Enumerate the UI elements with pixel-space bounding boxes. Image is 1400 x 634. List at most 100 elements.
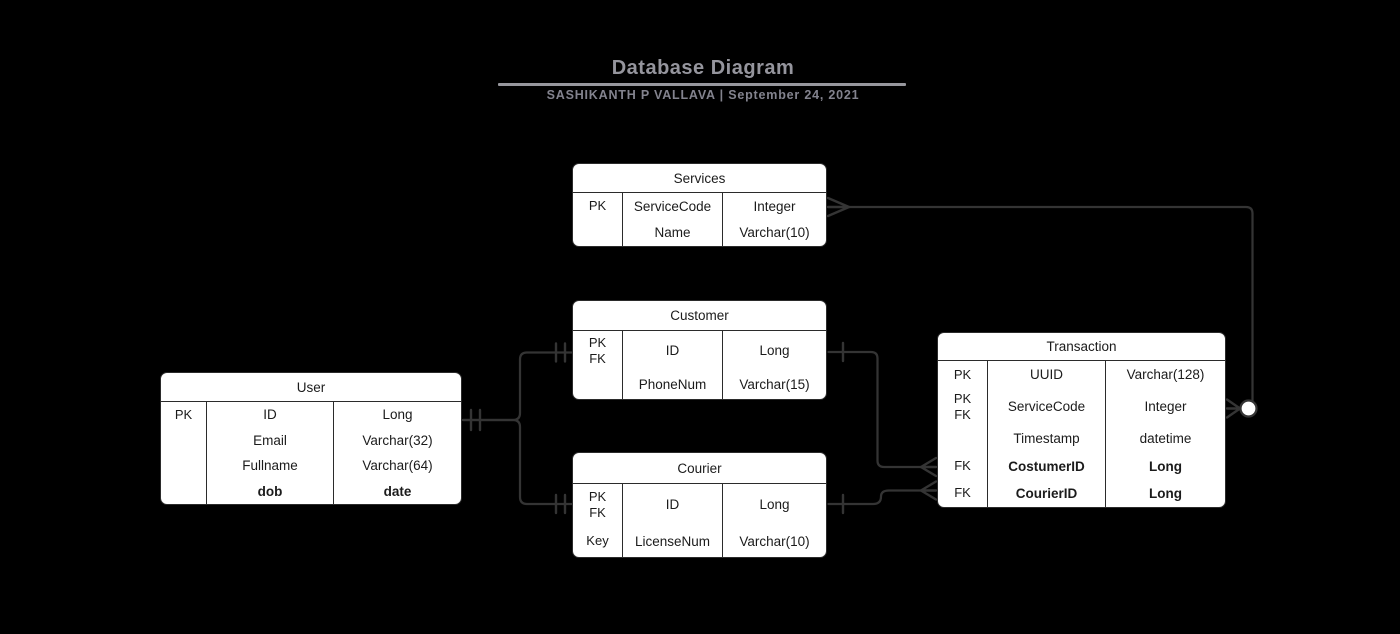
key-flag: PK (588, 334, 607, 350)
attribute-name: ID (623, 331, 723, 371)
entity-title-user: User (161, 373, 461, 402)
key-flag: FK (954, 485, 971, 501)
entity-title-customer: Customer (573, 301, 826, 331)
attribute-name: LicenseNum (623, 525, 723, 557)
attribute-row: PK ServiceCode Integer (573, 193, 826, 220)
key-cell (161, 427, 207, 453)
attribute-name: CourierID (988, 479, 1106, 508)
edge-customer-transaction (827, 341, 938, 478)
attribute-name: Fullname (207, 453, 334, 479)
attribute-row: Timestamp datetime (938, 425, 1225, 453)
attribute-type: Varchar(128) (1126, 367, 1205, 383)
attribute-name: ServiceCode (988, 388, 1106, 426)
attribute-type: Varchar(64) (362, 458, 433, 474)
key-cell: PK (938, 361, 988, 389)
key-cell (938, 425, 988, 453)
key-cell: PK (573, 193, 623, 220)
double-tick-icon (554, 342, 567, 363)
key-flag: Key (586, 533, 609, 549)
attribute-row: Name Varchar(10) (573, 219, 826, 246)
crowfoot-many-icon (919, 456, 938, 478)
attribute-type: Long (759, 343, 790, 359)
attribute-type: Long (1149, 458, 1182, 474)
edge-courier-transaction (827, 480, 938, 515)
attribute-type: date (383, 483, 412, 499)
double-tick-icon (554, 493, 567, 515)
key-flag: PK (174, 406, 193, 422)
attribute-name: CostumerID (988, 452, 1106, 480)
key-cell: Key (573, 525, 623, 557)
attribute-name: ServiceCode (623, 193, 723, 220)
crowfoot-many-icon (919, 480, 938, 501)
key-flag: FK (589, 504, 606, 520)
key-flag: PK (588, 198, 607, 214)
attribute-row: PK UUID Varchar(128) (938, 361, 1225, 389)
crowfoot-many-icon (826, 196, 851, 218)
attribute-type: Integer (753, 198, 796, 214)
attribute-name: Email (207, 427, 334, 453)
entity-title-services: Services (573, 164, 826, 193)
attribute-row: PK ID Long (161, 402, 461, 428)
attribute-name: ID (207, 402, 334, 428)
attribute-type: Varchar(15) (739, 377, 810, 393)
key-cell: FK (938, 452, 988, 480)
key-cell: PK (161, 402, 207, 428)
key-flag: FK (589, 350, 606, 366)
attribute-row: Key LicenseNum Varchar(10) (573, 525, 826, 557)
key-flag: FK (954, 406, 971, 422)
page-subtitle: SASHIKANTH P VALLAVA | September 24, 202… (546, 88, 860, 102)
attribute-row: Fullname Varchar(64) (161, 453, 461, 479)
key-flag: PK (953, 366, 972, 382)
key-flag: PK (588, 488, 607, 504)
attribute-type: datetime (1139, 431, 1192, 447)
attribute-type: Long (759, 497, 790, 513)
attribute-row: dob date (161, 478, 461, 504)
attribute-row: PhoneNum Varchar(15) (573, 370, 826, 399)
attribute-name: UUID (988, 361, 1106, 389)
attribute-name: Name (623, 219, 723, 246)
edge-user-courier (461, 418, 573, 515)
attribute-type: Varchar(32) (362, 432, 433, 448)
page-title: Database Diagram (611, 57, 795, 79)
attribute-row: FK CourierID Long (938, 479, 1225, 508)
attribute-name: PhoneNum (623, 370, 723, 399)
attribute-name: dob (207, 478, 334, 504)
key-flag: PK (953, 390, 972, 406)
attribute-type: Varchar(10) (739, 225, 810, 241)
attribute-type: Long (382, 407, 413, 423)
crowfoot-many-icon (1225, 398, 1242, 419)
attribute-type: Varchar(10) (739, 533, 810, 549)
title-underline (498, 83, 906, 86)
attribute-type: Integer (1144, 399, 1187, 415)
double-tick-icon (469, 408, 482, 432)
key-cell (573, 219, 623, 246)
attribute-row: Email Varchar(32) (161, 427, 461, 453)
zero-ring-icon (1239, 399, 1258, 418)
attribute-type: Long (1149, 485, 1182, 501)
attribute-row: FK CostumerID Long (938, 452, 1225, 480)
entity-title-transaction: Transaction (938, 333, 1225, 361)
attribute-name: Timestamp (988, 425, 1106, 453)
key-cell (161, 453, 207, 479)
entity-title-courier: Courier (573, 453, 826, 484)
edge-user-customer (461, 342, 573, 432)
key-flag: FK (954, 458, 971, 474)
key-cell (161, 478, 207, 504)
attribute-name: ID (623, 484, 723, 526)
key-cell (573, 370, 623, 399)
